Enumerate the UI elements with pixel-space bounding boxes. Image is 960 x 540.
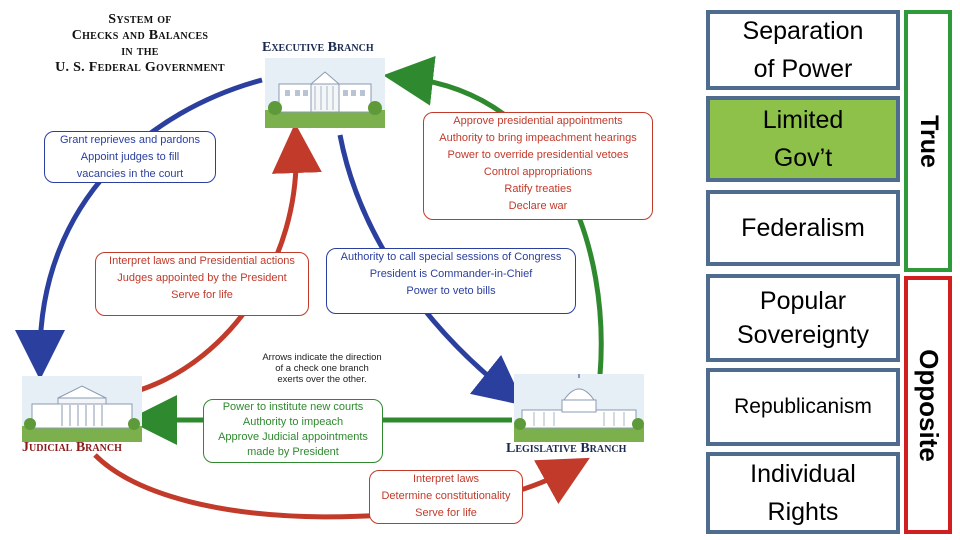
check-item: Authority to bring impeachment hearings	[439, 132, 637, 144]
cell-republicanism[interactable]: Republicanism	[706, 368, 900, 446]
cell-line: Sovereignty	[736, 321, 870, 349]
check-item: Power to institute new courts	[222, 401, 364, 413]
cell-line: Federalism	[741, 213, 865, 242]
check-item: Power to override presidential vetoes	[447, 149, 629, 161]
check-item: made by President	[247, 446, 339, 458]
check-item: Power to veto bills	[406, 285, 496, 297]
check-item: Declare war	[508, 200, 568, 212]
check-item: Appoint judges to fill	[80, 151, 180, 163]
check-item: Interpret laws and Presidential actions	[109, 255, 295, 267]
opposite-label: Opposite	[913, 348, 944, 462]
check-item: Approve Judicial appointments	[218, 431, 368, 443]
judicial-to-legislative-checks: Interpret laws Determine constitutionali…	[369, 470, 523, 524]
check-item: Serve for life	[415, 507, 477, 519]
executive-branch-label: Executive Branch	[262, 40, 374, 55]
white-house-illustration	[265, 58, 385, 128]
check-item: Authority to impeach	[242, 416, 344, 428]
capitol-illustration	[514, 374, 644, 442]
supreme-court-illustration	[22, 376, 142, 442]
exec-to-legislative-checks: Authority to call special sessions of Co…	[326, 248, 576, 314]
note-line: exerts over the other.	[277, 374, 367, 385]
legislative-branch-label: Legislative Branch	[506, 441, 627, 456]
judicial-branch-label: Judicial Branch	[22, 440, 122, 455]
legislative-to-judicial-checks: Power to institute new courts Authority …	[203, 399, 383, 463]
check-item: Approve presidential appointments	[453, 115, 623, 127]
check-item: Determine constitutionality	[381, 490, 511, 502]
check-item: Control appropriations	[483, 166, 593, 178]
legislative-to-exec-checks: Approve presidential appointments Author…	[423, 112, 653, 220]
cell-line: Popular	[759, 287, 847, 315]
arrows-note: Arrows indicate the direction of a check…	[252, 352, 392, 385]
check-item: Judges appointed by the President	[117, 272, 287, 284]
title-line: Checks and Balances	[71, 28, 209, 43]
cell-individual-rights[interactable]: Individual Rights	[706, 452, 900, 534]
cell-separation-of-power[interactable]: Separation of Power	[706, 10, 900, 90]
check-item: President is Commander-in-Chief	[369, 268, 533, 280]
judicial-to-exec-checks: Interpret laws and Presidential actions …	[95, 252, 309, 316]
cell-federalism[interactable]: Federalism	[706, 190, 900, 266]
opposite-sidebar: Opposite	[904, 276, 952, 534]
true-sidebar: True	[904, 10, 952, 272]
cell-line: Separation	[742, 17, 864, 45]
diagram-title: System of Checks and Balances in the U. …	[20, 12, 260, 76]
check-item: Interpret laws	[412, 473, 480, 485]
cell-line: Individual	[750, 460, 856, 488]
check-item: vacancies in the court	[76, 168, 184, 180]
check-item: Serve for life	[171, 289, 233, 301]
check-item: Ratify treaties	[504, 183, 572, 195]
note-line: Arrows indicate the direction	[262, 352, 382, 363]
title-line: in the	[121, 44, 159, 59]
title-line: System of	[108, 12, 172, 27]
cell-line: Gov’t	[773, 144, 833, 172]
cell-line: Republicanism	[734, 395, 872, 418]
true-label: True	[914, 114, 943, 168]
cell-line: of Power	[753, 55, 853, 83]
exec-to-judicial-checks: Grant reprieves and pardons Appoint judg…	[44, 131, 216, 183]
cell-limited-govt[interactable]: Limited Gov’t	[706, 96, 900, 182]
check-item: Grant reprieves and pardons	[59, 134, 201, 146]
cell-line: Rights	[767, 498, 839, 526]
note-line: of a check one branch	[275, 363, 369, 374]
cell-popular-sovereignty[interactable]: Popular Sovereignty	[706, 274, 900, 362]
check-item: Authority to call special sessions of Co…	[340, 251, 562, 263]
cell-line: Limited	[762, 106, 844, 134]
title-line: U. S. Federal Government	[55, 60, 225, 75]
